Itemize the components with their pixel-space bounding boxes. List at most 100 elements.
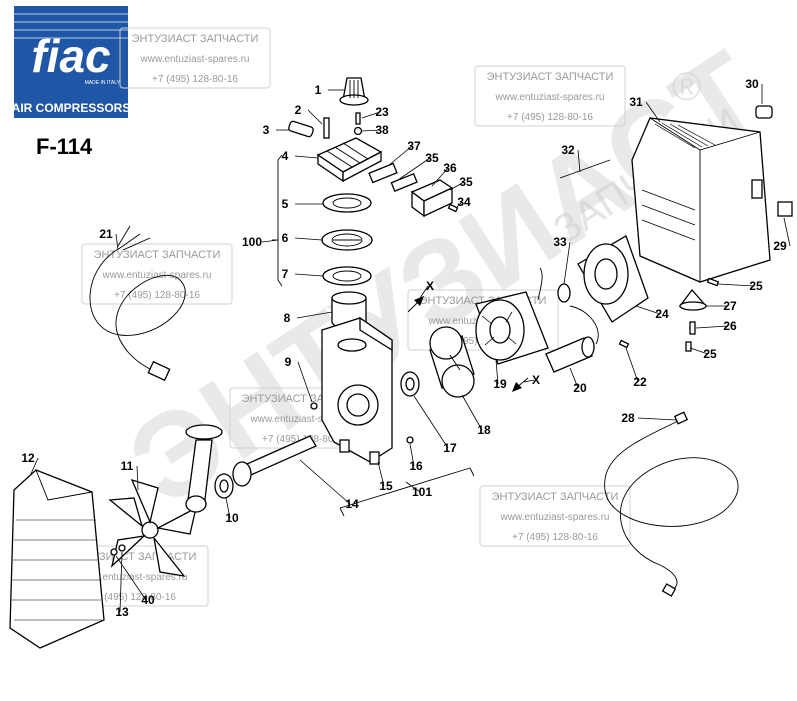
part-number-label: 11 xyxy=(121,459,134,473)
part-number-label: 10 xyxy=(225,511,239,525)
part-nut-13 xyxy=(118,544,126,552)
leader-line xyxy=(261,239,279,243)
leader-line xyxy=(523,379,535,383)
part-motor-winding xyxy=(475,267,549,365)
leader-line xyxy=(495,359,499,385)
part-number-label: 14 xyxy=(345,497,359,511)
part-number-label: 4 xyxy=(282,149,289,163)
bracket-101 xyxy=(339,467,471,509)
part-number-label: 18 xyxy=(477,423,491,437)
part-number-label: 25 xyxy=(703,347,717,361)
watermark-site: www.entuziast-spares.ru xyxy=(250,414,360,425)
part-power-cable xyxy=(89,225,186,382)
logo-background xyxy=(14,6,128,118)
leader-line xyxy=(307,109,323,125)
part-bearing-33 xyxy=(557,283,571,303)
parts xyxy=(9,77,793,649)
part-number-label: 28 xyxy=(621,411,635,425)
leader-line xyxy=(296,311,333,319)
part-valve-plate-37 xyxy=(368,162,398,184)
part-motor-cover xyxy=(631,117,771,283)
watermark-title: ЭНТУЗИАСТ ЗАПЧАСТИ xyxy=(487,71,614,83)
part-number-label: X xyxy=(532,373,540,387)
leader-line xyxy=(449,181,465,191)
part-number-label: 7 xyxy=(282,267,289,281)
part-crankcase xyxy=(321,316,393,465)
part-number-label: 23 xyxy=(375,105,389,119)
part-gasket-5 xyxy=(322,193,372,213)
part-number-label: 34 xyxy=(457,195,471,209)
part-bearing-17 xyxy=(400,371,420,397)
leader-line xyxy=(577,149,581,173)
leader-line xyxy=(225,497,231,519)
watermark-title: ЭНТУЗИАСТ ЗАПЧАСТИ xyxy=(94,249,221,261)
watermark-site: www.entuziast-spares.ru xyxy=(78,572,188,583)
watermark-box: ЭНТУЗИАСТ ЗАПЧАСТИ www.entuziast-spares.r… xyxy=(81,243,233,305)
part-number-label: 15 xyxy=(379,479,393,493)
watermark-site: www.entuziast-spares.ru xyxy=(102,270,212,281)
part-bolt xyxy=(323,117,330,139)
part-nut-40 xyxy=(110,548,118,556)
part-number-label: 1 xyxy=(315,83,322,97)
bracket-100 xyxy=(277,154,283,287)
part-fan xyxy=(108,478,197,577)
leader-line xyxy=(409,443,415,467)
leader-line xyxy=(136,465,139,491)
part-screw-25b xyxy=(685,341,692,352)
part-number-label: 101 xyxy=(412,485,432,499)
leader-line xyxy=(119,551,123,613)
part-number-label: 12 xyxy=(21,451,35,465)
part-valve-plug xyxy=(288,120,314,138)
leader-line xyxy=(455,201,463,209)
part-number-label: 5 xyxy=(282,197,289,211)
part-number-label: 16 xyxy=(409,459,423,473)
leader-line xyxy=(29,457,39,477)
leader-line xyxy=(645,101,661,123)
part-number-label: 35 xyxy=(425,151,439,165)
part-screw xyxy=(355,112,361,125)
watermark-box: ЭНТУЗИАСТ ЗАПЧАСТИwww.entuziast-spares.r… xyxy=(479,485,631,547)
part-number-label: 40 xyxy=(141,593,155,607)
part-number-label: 35 xyxy=(459,175,473,189)
part-pressure-knob xyxy=(678,288,708,311)
part-long-screw-32 xyxy=(559,159,611,179)
leader-line xyxy=(419,285,429,299)
part-screw-22 xyxy=(618,339,630,349)
part-number-label: 38 xyxy=(375,123,389,137)
watermark-title: ЭНТУЗИАСТ ЗАПЧАСТИ xyxy=(132,33,259,45)
fiac-logo: fiac MADE IN ITALY AIR COMPRESSORS xyxy=(12,6,130,118)
leader-line xyxy=(625,347,639,383)
part-number-label: 26 xyxy=(723,319,737,333)
leader-line xyxy=(563,241,571,285)
leader-line xyxy=(569,367,579,389)
leader-line xyxy=(377,461,385,487)
part-capacitor xyxy=(545,305,599,373)
part-number-label: 24 xyxy=(655,307,669,321)
leader-line xyxy=(461,394,483,431)
leader-line xyxy=(717,283,755,287)
part-number-label: 31 xyxy=(629,95,643,109)
logo-brand: fiac xyxy=(31,30,110,82)
part-number-label: 37 xyxy=(407,139,421,153)
part-number-label: 30 xyxy=(745,77,759,91)
watermark-phone: +7 (495) 128-80-16 xyxy=(507,112,593,123)
leader-line xyxy=(294,273,324,277)
part-screw-25a xyxy=(706,277,720,287)
watermark-title: ЭНТУЗИАСТ ЗАПЧАСТИ xyxy=(492,491,619,503)
part-number-label: 6 xyxy=(282,231,289,245)
watermark-phone: +7 (495) 128-80-16 xyxy=(152,74,238,85)
part-number-label: 27 xyxy=(723,299,737,313)
watermark-phone: +7 (495) 128-80-16 xyxy=(512,532,598,543)
model-number: F-114 xyxy=(36,134,93,159)
part-number-label: 25 xyxy=(749,279,763,293)
watermark-box: ЭНТУЗИАСТ ЗАПЧАСТИwww.entuziast-spares.r… xyxy=(474,65,626,127)
leader-line xyxy=(115,555,147,601)
watermark-phone: +7 (495) 128-80-16 xyxy=(114,290,200,301)
part-screw-34 xyxy=(447,203,459,213)
part-number-label: 22 xyxy=(633,375,647,389)
part-number-label: X xyxy=(426,279,434,293)
logo-small-print: MADE IN ITALY xyxy=(85,80,121,86)
part-bearing-10 xyxy=(214,473,234,499)
